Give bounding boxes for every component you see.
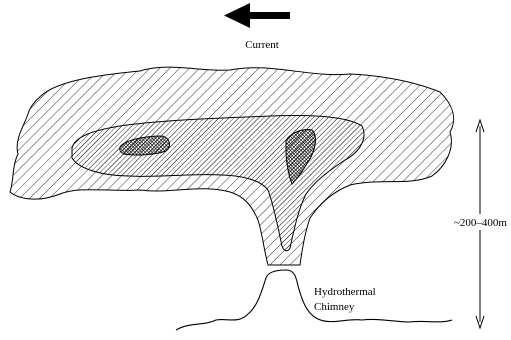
height-label: ~200–400m — [454, 217, 507, 229]
chimney-label-line2: Chimney — [314, 301, 355, 313]
seafloor-chimney-outline — [176, 270, 452, 330]
current-label: Current — [245, 39, 279, 51]
current-arrow-icon — [224, 3, 290, 28]
chimney-label-line1: Hydrothermal — [314, 286, 376, 298]
